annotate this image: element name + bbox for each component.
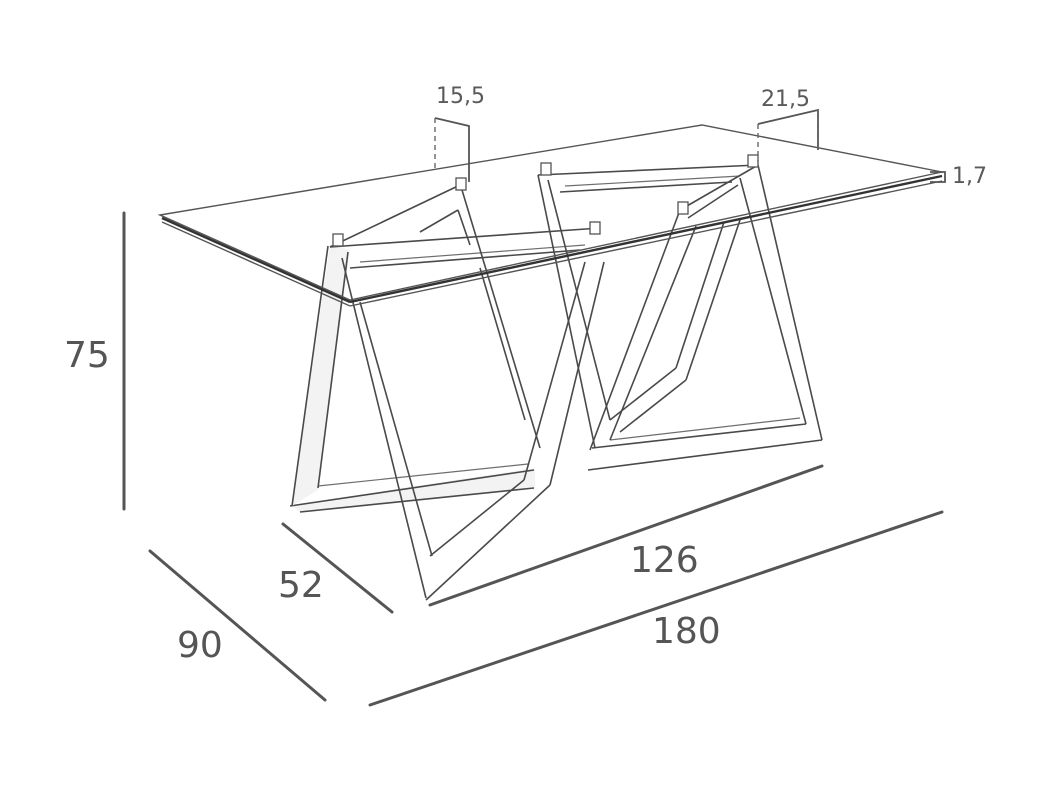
glass-thickness-label: 1,7	[952, 164, 987, 189]
dimension-lines	[122, 211, 944, 707]
height-label: 75	[64, 335, 110, 376]
glass-thickness-bracket	[930, 171, 946, 183]
outer-width-label: 180	[652, 611, 721, 652]
outer-depth-label: 90	[177, 625, 223, 666]
leg-top-brackets	[434, 108, 819, 182]
leg-top-width-a-label: 15,5	[436, 84, 485, 109]
right-leg-frame	[537, 164, 823, 471]
leg-top-width-b-label: 21,5	[761, 87, 810, 112]
inner-depth-label: 52	[278, 565, 324, 606]
inner-width-label: 126	[630, 540, 699, 581]
glass-tabletop	[157, 124, 943, 307]
left-leg-frame	[289, 184, 605, 601]
support-pads	[332, 154, 759, 247]
